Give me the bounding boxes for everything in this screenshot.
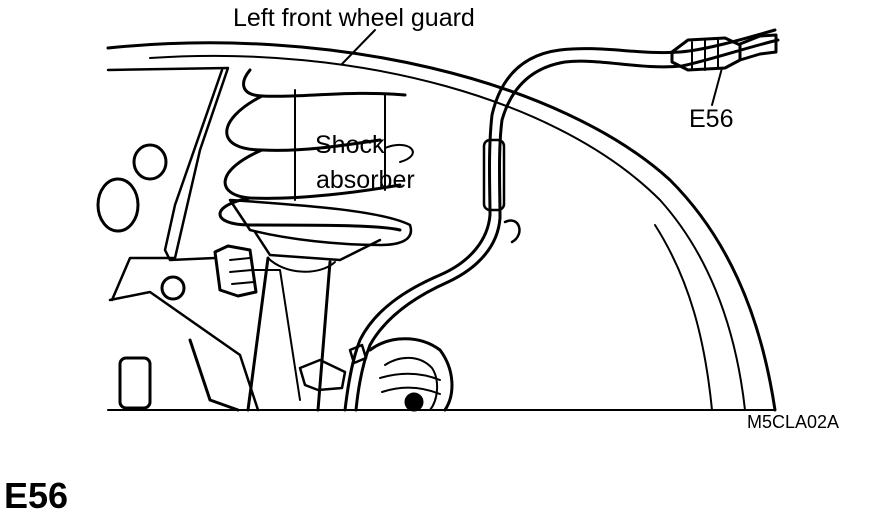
body-slot xyxy=(118,356,152,410)
wheel-guard-edge xyxy=(654,224,713,411)
hose-clamp-line-1 xyxy=(229,257,251,261)
hub-rings xyxy=(379,372,441,395)
wheel-guard-outer-arc xyxy=(106,41,777,412)
knuckle-outline xyxy=(108,290,260,412)
wheel-guard-inner-arc xyxy=(149,54,746,411)
hose-clamp-line-3 xyxy=(231,281,255,285)
hose-clamp-line-2 xyxy=(229,269,253,273)
hub-nut xyxy=(404,392,424,412)
knuckle-lower xyxy=(188,338,240,412)
harness-clip-lower xyxy=(348,343,368,365)
label-shock: Shock xyxy=(315,131,385,159)
hub-assembly xyxy=(368,337,454,412)
section-title: E56 xyxy=(4,475,69,516)
leader-connector xyxy=(711,67,723,106)
connector-e56-plug xyxy=(738,33,778,62)
leader-wheel-guard xyxy=(341,29,376,65)
harness-grommet xyxy=(482,138,506,212)
hose-clamp xyxy=(213,244,258,298)
strut-lower-clip xyxy=(298,358,347,392)
coil-spring-coil-3 xyxy=(218,196,402,232)
body-bolt xyxy=(160,275,186,301)
leader-shock-absorber xyxy=(384,143,414,163)
figure-reference-code: M5CLA02A xyxy=(747,412,840,432)
label-left-front-wheel-guard: Left front wheel guard xyxy=(233,4,475,32)
harness-wire-1 xyxy=(343,28,777,412)
harness-wire-2 xyxy=(354,38,780,412)
coil-spring-seat xyxy=(228,198,413,247)
hub-inner xyxy=(384,356,438,411)
coil-spring-top xyxy=(242,68,407,98)
body-panel-outline xyxy=(106,66,230,302)
shock-collar xyxy=(267,257,336,273)
label-connector-e56: E56 xyxy=(689,105,734,133)
body-hole-upper xyxy=(132,143,168,181)
brake-line xyxy=(163,68,224,262)
shock-body-upper xyxy=(253,230,382,262)
shock-strut xyxy=(246,256,332,412)
body-hole-lower xyxy=(96,177,140,233)
label-absorber: absorber xyxy=(316,166,415,194)
harness-clip-loop xyxy=(503,219,521,244)
strut-bracket xyxy=(254,269,301,401)
